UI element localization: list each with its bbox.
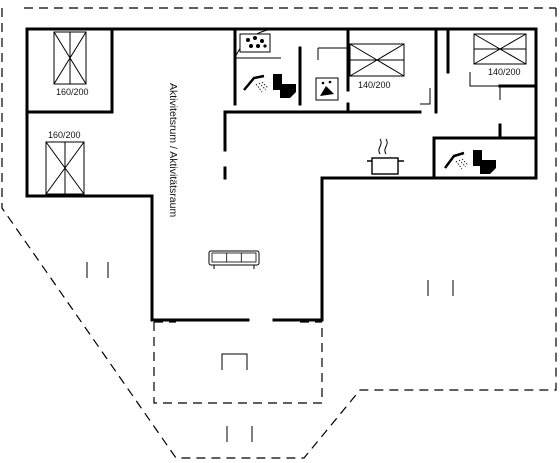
bed-1: 160/200 xyxy=(53,31,89,97)
shower-icon xyxy=(243,74,269,93)
bed-3: 140/200 xyxy=(349,43,405,90)
sauna-icon xyxy=(239,33,271,53)
bed-2: 160/200 xyxy=(45,130,85,195)
bed-2-size: 160/200 xyxy=(48,130,81,140)
bed-1-size: 160/200 xyxy=(56,87,89,97)
washing-machine-icon xyxy=(315,77,339,101)
bed-4-size: 140/200 xyxy=(488,67,521,77)
room-label-activity: Aktivitetsrum / Aktivitätsraum xyxy=(167,83,179,217)
outdoor-marks xyxy=(86,262,454,442)
shower-icon-2 xyxy=(444,151,469,170)
bed-4: 140/200 xyxy=(473,33,527,77)
toilet-icon xyxy=(273,74,296,98)
walls xyxy=(25,27,538,322)
toilet-icon-2 xyxy=(473,150,496,174)
bed-3-size: 140/200 xyxy=(358,80,391,90)
sofa-icon xyxy=(208,250,260,269)
cooking-pot-icon xyxy=(367,138,404,175)
terrace-outline xyxy=(1,7,557,459)
